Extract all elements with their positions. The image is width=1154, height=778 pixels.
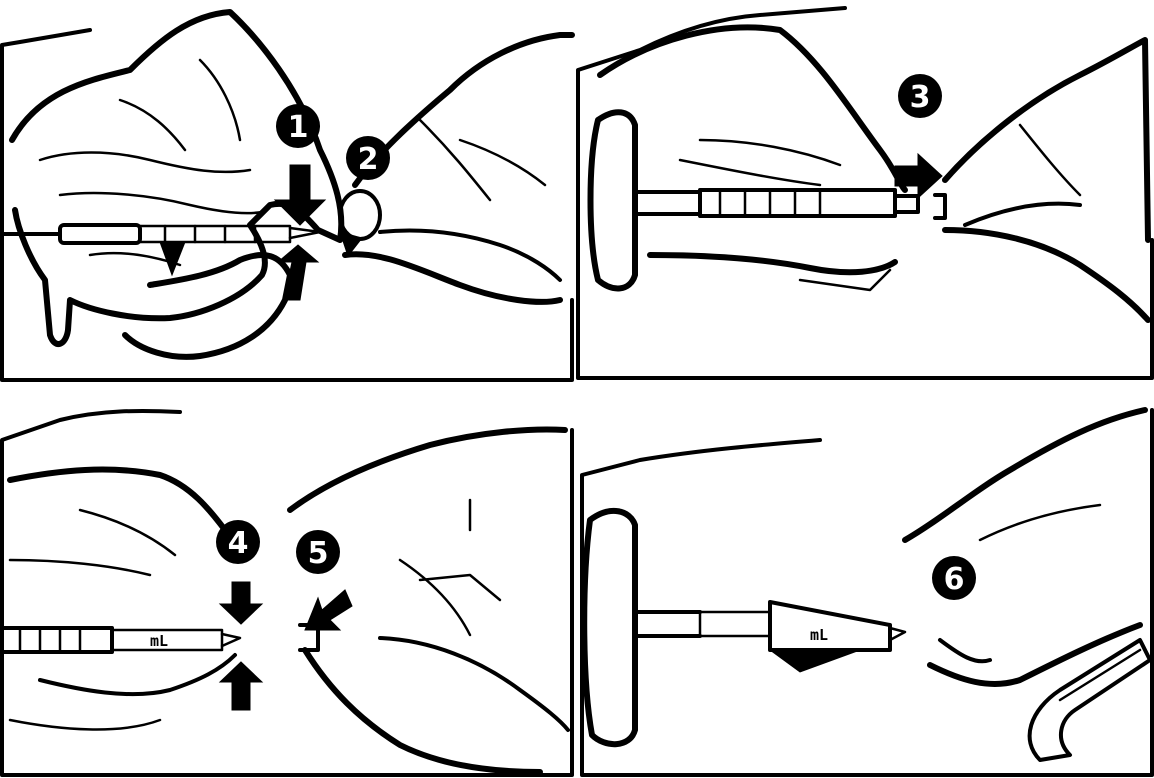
panel-1: 1 2: [2, 12, 572, 380]
syringe: [2, 225, 320, 275]
plunger-flange: [591, 112, 636, 288]
panel-4: mL 6: [582, 410, 1152, 775]
plunger-flange: [584, 511, 635, 744]
syringe: mL: [2, 628, 240, 652]
arrow-right-icon: [895, 154, 942, 198]
arrow-down-icon: [220, 582, 262, 624]
svg-text:5: 5: [308, 536, 329, 571]
step-badge-3: 3: [898, 74, 942, 118]
right-hand: [945, 40, 1148, 320]
svg-text:mL: mL: [810, 626, 828, 644]
arrow-left-icon: [305, 590, 352, 630]
svg-text:4: 4: [228, 526, 249, 561]
panel-2: 3: [578, 8, 1152, 378]
syringe: mL: [635, 602, 905, 672]
syringe: [635, 190, 918, 216]
arrow-up-icon: [220, 662, 262, 710]
right-hand: [290, 430, 565, 772]
svg-text:2: 2: [358, 142, 379, 177]
svg-text:6: 6: [944, 562, 965, 597]
vial: [1030, 640, 1150, 760]
svg-text:3: 3: [910, 80, 931, 115]
step-badge-2: 2: [346, 136, 390, 180]
step-badge-4: 4: [216, 520, 260, 564]
left-hand: [600, 27, 905, 272]
svg-text:1: 1: [288, 110, 309, 145]
panel-3: mL 4 5: [2, 411, 572, 775]
step-badge-5: 5: [296, 530, 340, 574]
arrow-down-icon: [275, 165, 325, 225]
step-badge-6: 6: [932, 556, 976, 600]
svg-text:mL: mL: [150, 632, 168, 650]
step-badge-1: 1: [276, 104, 320, 148]
